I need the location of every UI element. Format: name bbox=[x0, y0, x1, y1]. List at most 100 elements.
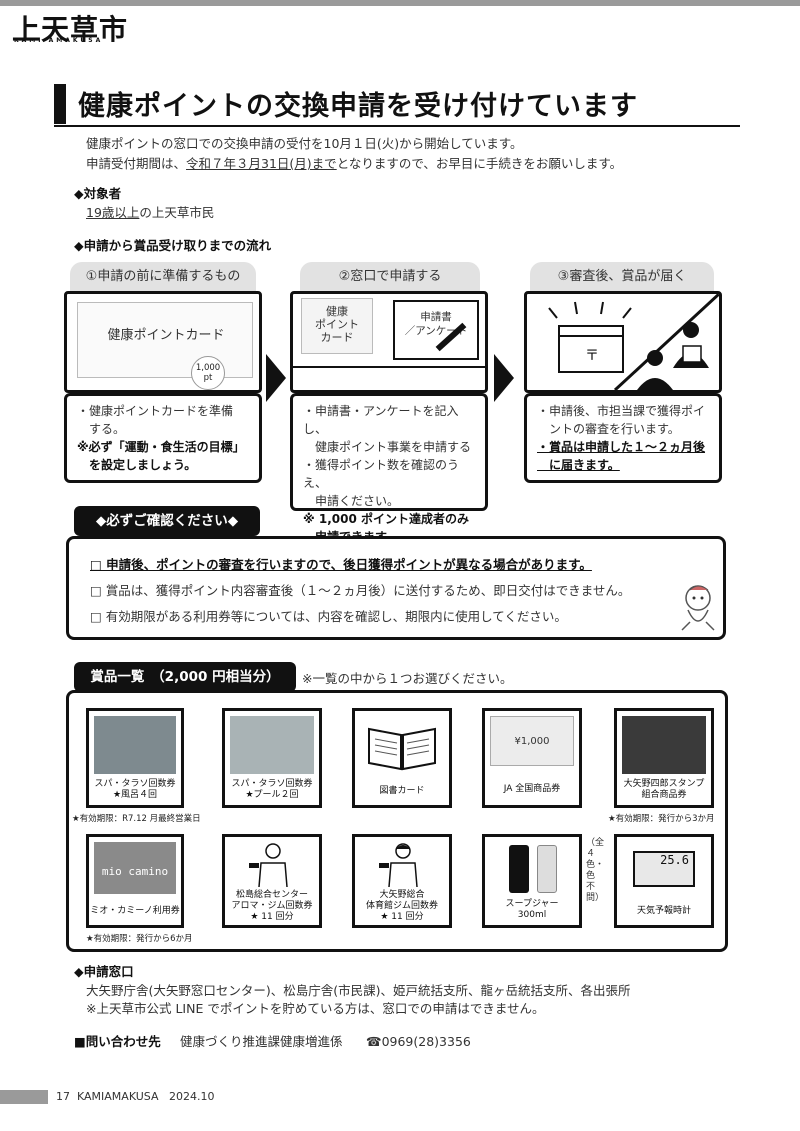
intro-line-2-pre: 申請受付期間は、 bbox=[86, 156, 187, 171]
step-2-line-3: ・獲得ポイント数を確認のうえ、 bbox=[303, 458, 460, 490]
prize-9-sub: 300ml bbox=[517, 910, 547, 920]
prize-9-name: スープジャー bbox=[505, 899, 559, 909]
step-2-card: 健康 ポイント カード bbox=[301, 298, 373, 354]
step-3-text: ・申請後、市担当課で獲得ポイ ントの審査を行います。 ・賞品は申請した１～２ヵ月… bbox=[524, 393, 722, 483]
page-title: 健康ポイントの交換申請を受け付けています bbox=[78, 91, 638, 122]
step-1-line-2: する。 bbox=[77, 422, 126, 436]
prize-5-sub: 組合商品券 bbox=[641, 790, 687, 800]
prize-stamp-voucher: 大矢野四郎スタンプ組合商品券 bbox=[614, 708, 714, 808]
prize-7-count: ★ 11 回分 bbox=[250, 912, 294, 922]
step-2-text: ・申請書・アンケートを記入し、 健康ポイント事業を申請する ・獲得ポイント数を確… bbox=[290, 393, 488, 544]
window-note: ※上天草市公式 LINE でポイントを貯めている方は、窓口での申請はできません。 bbox=[86, 1001, 545, 1016]
book-icon bbox=[368, 727, 436, 771]
footer-bar bbox=[0, 1090, 48, 1104]
prize-8-sub: 体育館ジム回数券 bbox=[365, 901, 438, 911]
step-3-illustration: 〒 bbox=[524, 291, 722, 393]
prize-7-sub: アロマ・ジム回数券 bbox=[231, 901, 313, 911]
prize-1-footnote: ★有効期限：R7.12 月最終営業日 bbox=[72, 814, 201, 824]
health-point-card-label: 健康ポイントカード bbox=[107, 328, 225, 343]
step-2-tab: ②窓口で申請する bbox=[300, 262, 480, 292]
prizes-tag: 賞品一覧 （2,000 円相当分） bbox=[74, 662, 296, 692]
step-1-note-1: ※必ず「運動・食生活の目標」 bbox=[77, 440, 245, 454]
prize-4-name: JA 全国商品券 bbox=[503, 784, 561, 794]
title-marker bbox=[54, 84, 66, 124]
prize-1-name: スパ・タラソ回数券 bbox=[94, 779, 176, 789]
step-2-line-1: ・申請書・アンケートを記入し、 bbox=[303, 404, 459, 436]
city-logo: 上天草市 bbox=[12, 13, 129, 46]
flow-arrow-2-icon bbox=[494, 354, 514, 402]
target-heading: ◆対象者 bbox=[74, 186, 122, 201]
prize-spa-pool: スパ・タラソ回数券★プール２回 bbox=[222, 708, 322, 808]
confirm-item-3: □ 有効期限がある利用券等については、内容を確認し、期限内に使用してください。 bbox=[90, 609, 567, 624]
page-number: 17 bbox=[56, 1090, 70, 1103]
target-body: 19歳以上の上天草市民 bbox=[86, 203, 214, 223]
soup-jar-colors: （全４色・色不問） bbox=[586, 838, 605, 903]
intro-line-2: 申請受付期間は、令和７年３月31日(月)までとなりますので、お早目に手続きをお願… bbox=[86, 154, 746, 174]
gym-woman-icon bbox=[379, 843, 418, 888]
title-underline bbox=[54, 125, 740, 127]
prize-10-name: 天気予報時計 bbox=[636, 906, 691, 916]
step-3-note-2: に届きます。 bbox=[537, 458, 620, 472]
prize-8-name: 大矢野総合 bbox=[379, 890, 425, 900]
step-1-text: ・健康ポイントカードを準備 する。 ※必ず「運動・食生活の目標」 を設定しましょ… bbox=[64, 393, 262, 483]
magazine-name: KAMIAMAKUSA bbox=[77, 1090, 159, 1103]
prizes-note: ※一覧の中から１つお選びください。 bbox=[302, 671, 513, 686]
weather-clock-display: 25.6 bbox=[633, 851, 695, 887]
health-point-card bbox=[77, 302, 253, 378]
prize-mio-camino: mio camino ミオ・カミーノ利用券 bbox=[86, 834, 184, 928]
prize-6-name: ミオ・カミーノ利用券 bbox=[90, 906, 180, 916]
soup-jar-dark-icon bbox=[509, 845, 529, 893]
flow-heading: ◆申請から賞品受け取りまでの流れ bbox=[74, 238, 272, 253]
prize-8-count: ★ 11 回分 bbox=[380, 912, 424, 922]
contact-dept: 健康づくり推進課健康増進係 bbox=[180, 1034, 343, 1049]
prize-matsushima-gym: 松島総合センターアロマ・ジム回数券★ 11 回分 bbox=[222, 834, 322, 928]
step-2-illustration: 健康 ポイント カード 申請書 ／アンケート bbox=[290, 291, 488, 393]
intro-text: 健康ポイントの窓口での交換申請の受付を10月１日(火)から開始しています。 申請… bbox=[86, 134, 746, 174]
prize-1-sub: ★風呂４回 bbox=[112, 790, 158, 800]
intro-line-2-post: となりますので、お早目に手続きをお願いします。 bbox=[336, 156, 623, 171]
ja-voucher-image: ¥1,000 bbox=[490, 716, 574, 766]
delivery-illustration: 〒 bbox=[548, 294, 719, 390]
prize-spa-bath: スパ・タラソ回数券★風呂４回 bbox=[86, 708, 184, 808]
intro-deadline: 令和７年３月31日(月)まで bbox=[186, 156, 337, 171]
prize-oyano-gym: 大矢野総合体育館ジム回数券★ 11 回分 bbox=[352, 834, 452, 928]
top-bar bbox=[0, 0, 800, 6]
step-3-line-1: ・申請後、市担当課で獲得ポイ bbox=[537, 404, 706, 418]
gym-person-icon bbox=[249, 843, 288, 888]
prize-5-footnote: ★有効期限：発行から3か月 bbox=[608, 814, 715, 824]
contact-phone: ☎0969(28)3356 bbox=[366, 1034, 471, 1049]
step-1-tab: ①申請の前に準備するもの bbox=[70, 262, 256, 292]
step-2-note-1: ※ 1,000 ポイント達成者のみ bbox=[303, 512, 469, 526]
prize-weather-clock: 25.6 天気予報時計 bbox=[614, 834, 714, 928]
prize-book-card: 図書カード bbox=[352, 708, 452, 808]
mascot-icon bbox=[681, 585, 715, 631]
prize-3-name: 図書カード bbox=[379, 786, 425, 796]
stamp-voucher-photo bbox=[622, 716, 706, 774]
point-badge: 1,000 pt bbox=[191, 356, 225, 390]
confirm-item-2: □ 賞品は、獲得ポイント内容審査後（１～２ヵ月後）に送付するため、即日交付はでき… bbox=[90, 583, 631, 598]
confirm-box bbox=[66, 536, 726, 640]
window-heading: ◆申請窓口 bbox=[74, 964, 134, 979]
step-1-note-2: を設定しましょう。 bbox=[77, 458, 197, 472]
confirm-list: □ 申請後、ポイントの審査を行いますので、後日獲得ポイントが異なる場合があります… bbox=[90, 552, 650, 630]
target-age: 19歳以上 bbox=[86, 205, 140, 220]
step-2-line-2: 健康ポイント事業を申請する bbox=[303, 440, 472, 454]
mio-camino-logo: mio camino bbox=[94, 842, 176, 894]
step-3-line-2: ントの審査を行います。 bbox=[537, 422, 680, 436]
step-1-illustration: 健康ポイントカード 1,000 pt bbox=[64, 291, 262, 393]
window-locations: 大矢野庁舎(大矢野窓口センター)、松島庁舎(市民課)、姫戸統括支所、龍ヶ岳統括支… bbox=[86, 983, 631, 998]
confirm-item-1: □ 申請後、ポイントの審査を行いますので、後日獲得ポイントが異なる場合があります… bbox=[90, 557, 592, 572]
prize-2-name: スパ・タラソ回数券 bbox=[231, 779, 313, 789]
target-residents: の上天草市民 bbox=[139, 205, 215, 220]
step-1-line-1: ・健康ポイントカードを準備 bbox=[77, 404, 234, 418]
svg-text:〒: 〒 bbox=[585, 348, 599, 364]
step-2-line-4: 申請ください。 bbox=[303, 494, 400, 508]
prize-5-name: 大矢野四郎スタンプ bbox=[623, 779, 705, 789]
step-3-tab: ③審査後、賞品が届く bbox=[530, 262, 714, 292]
footer-text: 17 KAMIAMAKUSA 2024.10 bbox=[56, 1090, 215, 1103]
prize-2-sub: ★プール２回 bbox=[245, 790, 299, 800]
issue-date: 2024.10 bbox=[169, 1090, 215, 1103]
spa-bath-photo bbox=[94, 716, 176, 774]
step-3-note-1: ・賞品は申請した１～２ヵ月後 bbox=[537, 440, 706, 454]
